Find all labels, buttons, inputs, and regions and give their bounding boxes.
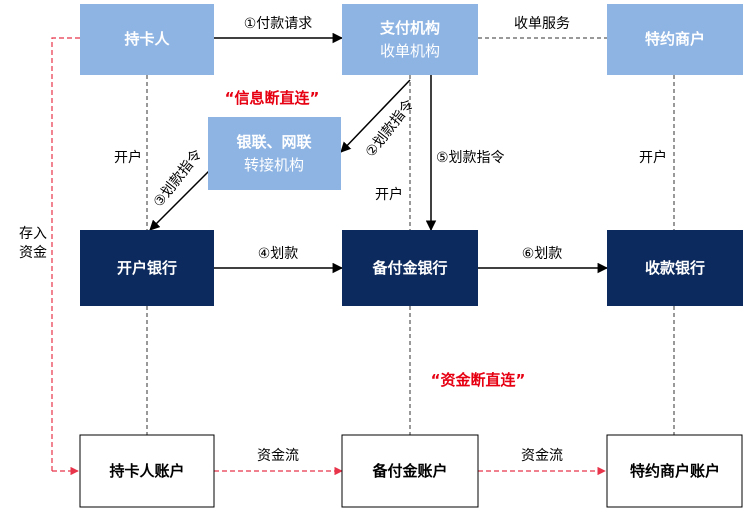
fund-direct-annotation: “资金断直连” <box>431 371 526 389</box>
reserve-account-label: 备付金账户 <box>371 462 447 480</box>
info-direct-annotation: “信息断直连” <box>225 89 320 107</box>
payment-institution-box <box>342 4 478 75</box>
merchant-account-label: 特约商户账户 <box>630 462 720 480</box>
instruction-5-label: ⑤划款指令 <box>436 150 505 166</box>
switch-label-1: 银联、网联 <box>236 133 312 151</box>
fund-flow-1-label: 资金流 <box>257 448 299 464</box>
instruction-3-arrow <box>149 169 211 231</box>
deposit-label-2: 资金 <box>19 245 47 261</box>
reserve-account-box <box>341 434 479 508</box>
reserve-bank-label: 备付金银行 <box>371 259 447 277</box>
open-label-mid: 开户 <box>375 186 403 203</box>
deposit-funds-line <box>51 37 80 471</box>
instruction-2-arrow <box>340 79 411 153</box>
transfer-4-label: ④划款 <box>258 246 299 262</box>
transfer-6-label: ⑥划款 <box>522 246 563 262</box>
deposit-label-1: 存入 <box>19 226 47 242</box>
acquiring-service-label: 收单服务 <box>514 16 570 32</box>
fund-flow-2-label: 资金流 <box>521 448 563 464</box>
instruction-3-label: ③划款指令 <box>151 147 206 211</box>
cardholder-account-box <box>79 434 215 508</box>
acquirer-label: 收单机构 <box>380 42 440 60</box>
cardholder-label: 持卡人 <box>124 30 170 48</box>
cardholder-account-label: 持卡人账户 <box>109 462 184 480</box>
instruction-2-label: ②划款指令 <box>363 97 418 161</box>
payment-institution-label: 支付机构 <box>379 19 440 37</box>
reserve-bank-box <box>342 230 478 306</box>
payment-request-label: ①付款请求 <box>244 16 313 32</box>
acquiring-bank-box <box>607 230 743 306</box>
merchant-box <box>607 4 743 75</box>
issuing-bank-label: 开户银行 <box>117 259 177 277</box>
open-label-left: 开户 <box>114 149 142 166</box>
cardholder-box <box>80 4 214 75</box>
open-label-right: 开户 <box>639 149 667 166</box>
acquiring-bank-label: 收款银行 <box>645 259 705 277</box>
merchant-account-box <box>606 434 743 508</box>
switch-label-2: 转接机构 <box>244 156 304 174</box>
issuing-bank-box <box>80 230 214 306</box>
switch-institution-box <box>208 117 341 190</box>
merchant-label: 特约商户 <box>645 30 705 48</box>
